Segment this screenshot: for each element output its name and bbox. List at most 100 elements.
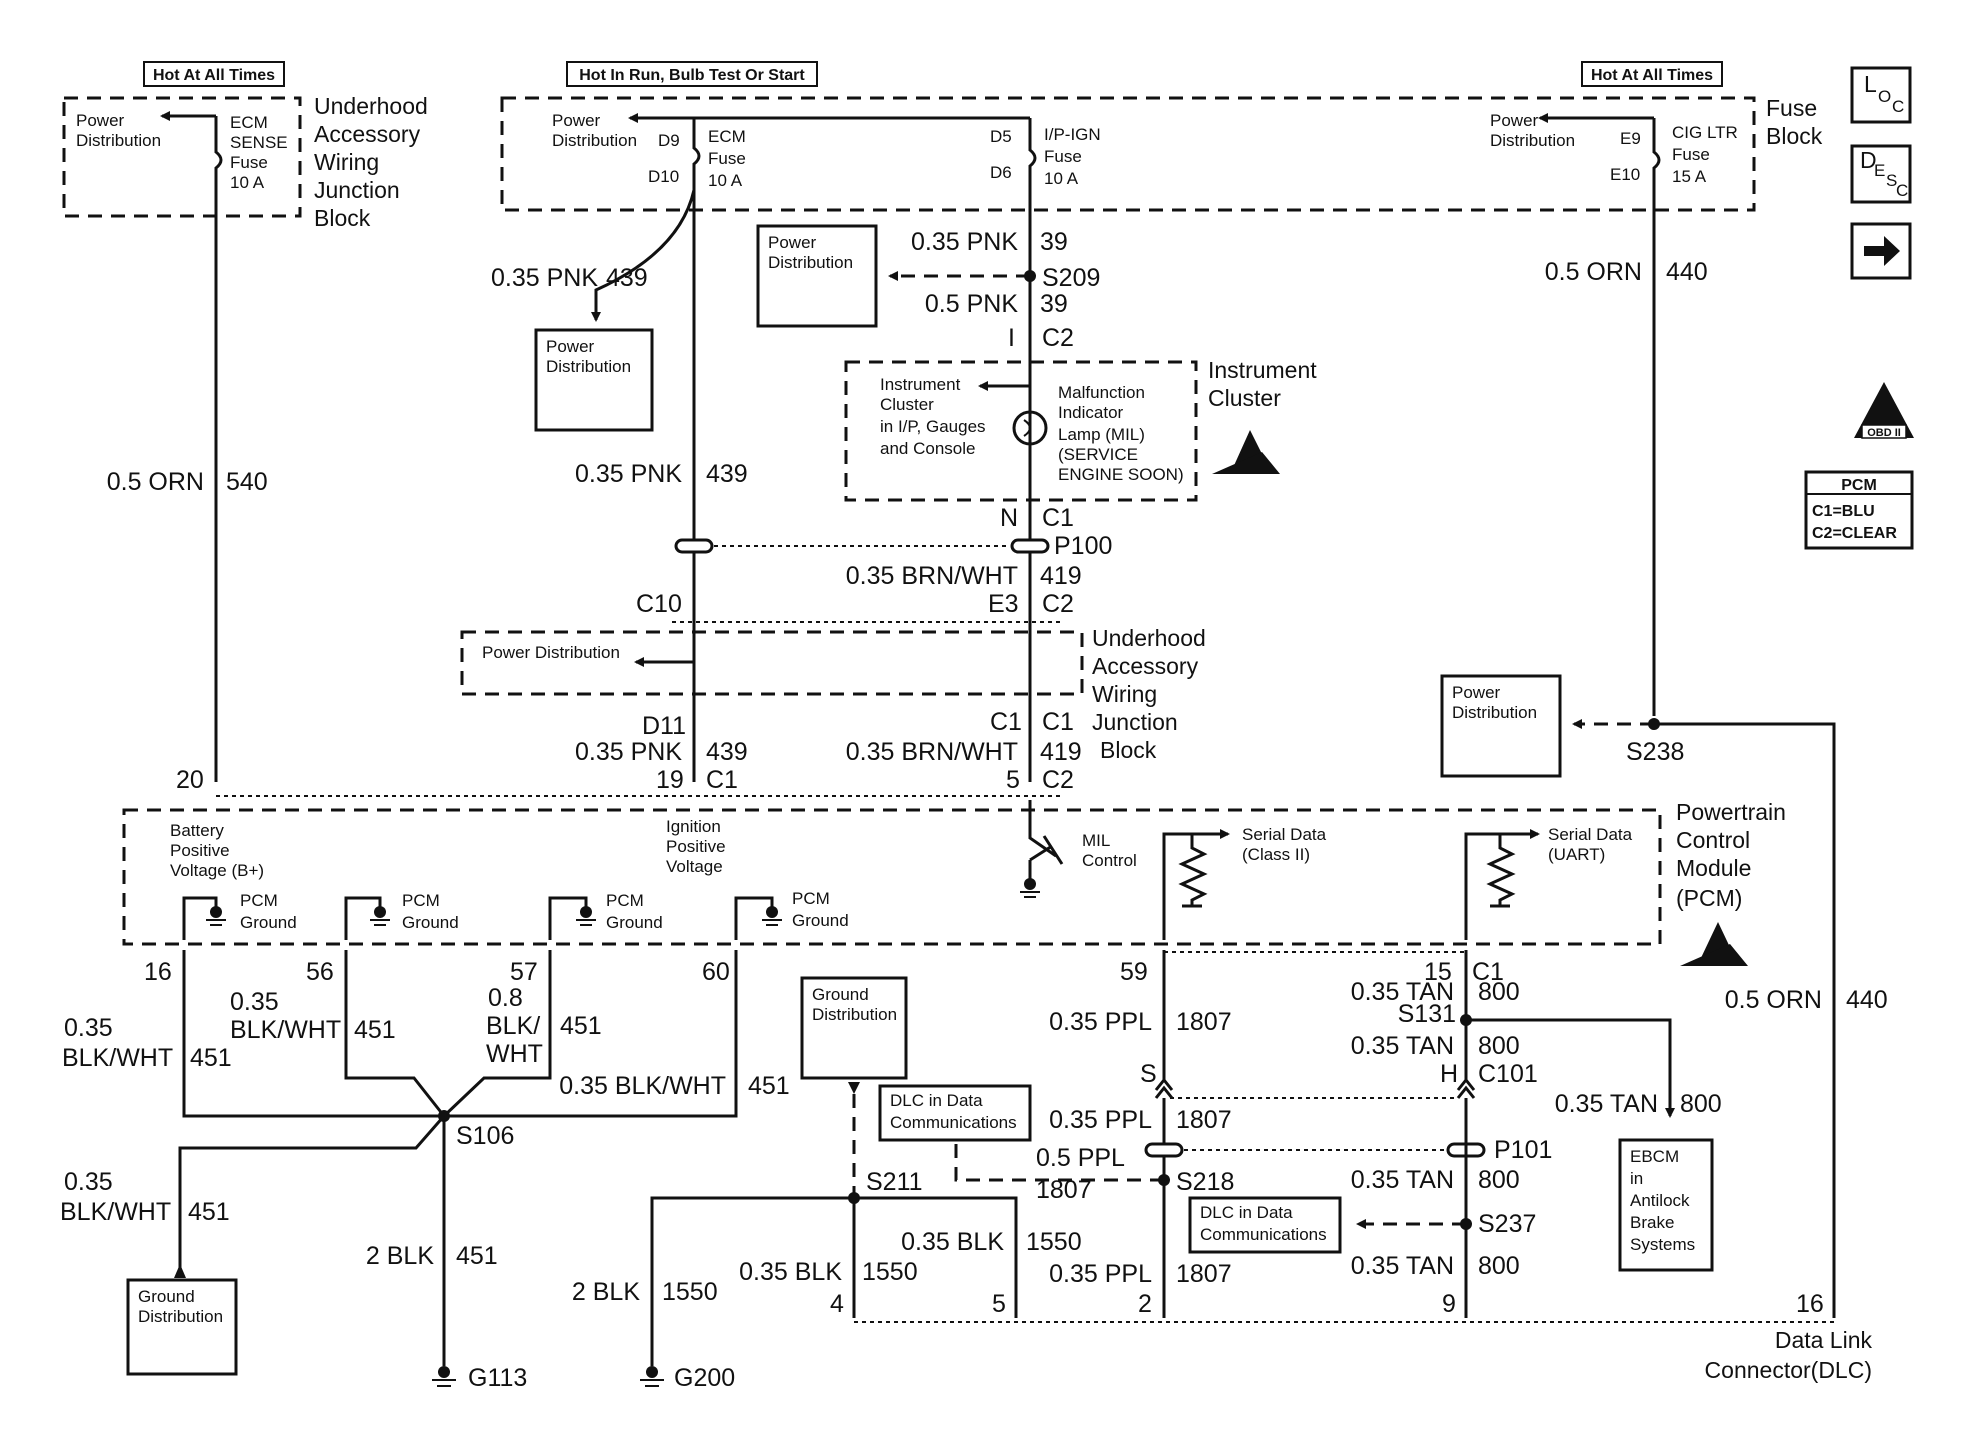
svg-text:D6: D6 (990, 163, 1012, 182)
svg-text:Serial Data: Serial Data (1548, 825, 1633, 844)
svg-text:0.35 BLK: 0.35 BLK (739, 1258, 842, 1286)
wire-label-451-60: 0.35 BLK/WHT 451 (559, 1072, 789, 1100)
svg-text:Ground: Ground (792, 911, 849, 930)
svg-text:0.35 TAN: 0.35 TAN (1351, 1166, 1454, 1194)
svg-text:Cluster: Cluster (880, 395, 934, 414)
wire-label-451-56: 0.35 BLK/WHT 451 (230, 988, 396, 1044)
svg-text:800: 800 (1478, 1166, 1520, 1194)
svg-text:1807: 1807 (1176, 1008, 1232, 1036)
ground-distribution-box-left: Ground Distribution (126, 1278, 238, 1376)
svg-text:Hot At All Times: Hot At All Times (1591, 67, 1713, 84)
svg-text:Fuse: Fuse (708, 149, 746, 168)
wire-label-451-57: 0.8 BLK/ WHT 451 (486, 984, 602, 1068)
svg-text:Positive: Positive (666, 837, 726, 856)
splice-s218-label: S218 (1176, 1168, 1234, 1196)
svg-text:0.35 TAN: 0.35 TAN (1555, 1090, 1658, 1118)
pcm-ground-2: PCM Ground (344, 891, 459, 940)
svg-text:Ground: Ground (402, 913, 459, 932)
wire-label-451-16: 0.35 BLK/WHT 451 (62, 1014, 232, 1072)
svg-text:451: 451 (190, 1044, 232, 1072)
svg-text:PCM: PCM (240, 891, 278, 910)
svg-text:0.35 TAN: 0.35 TAN (1351, 1032, 1454, 1060)
svg-text:C2=CLEAR: C2=CLEAR (1812, 525, 1897, 542)
wire-label-440b: 0.5 ORN 440 (1725, 986, 1888, 1014)
svg-text:439: 439 (706, 460, 748, 488)
conn-pin-20: 20 (176, 766, 204, 794)
svg-text:BLK/: BLK/ (486, 1012, 540, 1040)
svg-text:Power: Power (768, 233, 817, 252)
svg-text:CIG LTR: CIG LTR (1672, 123, 1738, 142)
wire-label-440a: 0.5 ORN 440 (1545, 258, 1708, 286)
conn-pin-19: 19 (656, 766, 684, 794)
svg-text:0.35 PNK: 0.35 PNK (575, 738, 682, 766)
mil-ground-icon (1020, 878, 1040, 898)
svg-text:and Console: and Console (880, 439, 975, 458)
esd-icon-cluster (1212, 430, 1280, 474)
svg-text:P100: P100 (1054, 532, 1112, 560)
svg-text:Fuse: Fuse (1766, 95, 1817, 121)
g113-ground: G113 (432, 1364, 527, 1392)
svg-text:D9: D9 (658, 131, 680, 150)
svg-text:419: 419 (1040, 562, 1082, 590)
svg-text:Fuse: Fuse (1672, 145, 1710, 164)
svg-text:BLK/WHT: BLK/WHT (230, 1016, 341, 1044)
instrument-cluster: Instrument Cluster in I/P, Gauges and Co… (844, 357, 1317, 502)
svg-text:D10: D10 (648, 167, 679, 186)
svg-text:15: 15 (1424, 958, 1452, 986)
uawjb-top-block: Power Distribution ECM SENSE Fuse 10 A U… (62, 93, 428, 231)
svg-text:56: 56 (306, 958, 334, 986)
svg-text:C1: C1 (1472, 958, 1504, 986)
svg-text:800: 800 (1478, 1252, 1520, 1280)
svg-text:39: 39 (1040, 290, 1068, 318)
svg-text:Voltage (B+): Voltage (B+) (170, 861, 264, 880)
wire-label-419a: 0.35 BRN/WHT 419 (846, 562, 1082, 590)
svg-text:0.35 TAN: 0.35 TAN (1351, 978, 1454, 1006)
svg-text:1807: 1807 (1176, 1106, 1232, 1134)
wire-label-800-d: 0.35 TAN 800 (1351, 1252, 1520, 1280)
wire-label-800-a: 0.35 TAN 800 (1351, 978, 1520, 1006)
svg-text:E: E (1874, 161, 1885, 180)
svg-text:1550: 1550 (862, 1258, 918, 1286)
wire-439-branch (591, 189, 696, 322)
arrow-right-icon[interactable] (1850, 222, 1912, 280)
svg-text:(PCM): (PCM) (1676, 885, 1742, 911)
loc-icon[interactable]: L O C (1850, 66, 1912, 124)
wire-label-439b: 0.35 PNK 439 (575, 460, 748, 488)
svg-text:SENSE: SENSE (230, 133, 288, 152)
svg-text:Serial Data: Serial Data (1242, 825, 1327, 844)
conn-d11: D11 (642, 712, 686, 740)
conn-c2-ic-i: I (1008, 324, 1015, 352)
svg-text:E10: E10 (1610, 165, 1640, 184)
wire-label-540: 0.5 ORN 540 (107, 468, 268, 496)
svg-text:440: 440 (1846, 986, 1888, 1014)
wire-451-to-gd (178, 1115, 446, 1278)
svg-text:0.5 ORN: 0.5 ORN (1725, 986, 1822, 1014)
conn-c10: C10 (636, 590, 682, 618)
wire-label-39b: 0.5 PNK 39 (925, 290, 1068, 318)
svg-text:D5: D5 (990, 127, 1012, 146)
svg-text:15 A: 15 A (1672, 167, 1707, 186)
splice-s106 (438, 1110, 450, 1122)
gd-left-arrow (174, 1264, 186, 1278)
svg-text:G200: G200 (674, 1364, 735, 1392)
svg-text:9: 9 (1442, 1290, 1456, 1318)
svg-text:C: C (1892, 97, 1904, 116)
svg-text:Antilock: Antilock (1630, 1191, 1690, 1210)
svg-text:Ignition: Ignition (666, 817, 721, 836)
svg-text:WHT: WHT (486, 1040, 543, 1068)
wire-label-800-c: 0.35 TAN 800 (1351, 1166, 1520, 1194)
uawjb-mid-block: Power Distribution Underhood Accessory W… (460, 625, 1206, 763)
wire-1550-g200 (650, 1196, 854, 1366)
wire-440-dlc (1654, 722, 1836, 1318)
svg-text:in I/P, Gauges: in I/P, Gauges (880, 417, 986, 436)
splice-s237-label: S237 (1478, 1210, 1536, 1238)
svg-text:0.35 TAN: 0.35 TAN (1351, 1252, 1454, 1280)
svg-text:BLK/WHT: BLK/WHT (62, 1044, 173, 1072)
svg-text:16: 16 (1796, 1290, 1824, 1318)
svg-text:Battery: Battery (170, 821, 224, 840)
svg-text:Positive: Positive (170, 841, 230, 860)
fuse-block: Power Distribution D9 D10 ECM Fuse 10 A … (500, 95, 1823, 212)
conn-pin-5: 5 (1006, 766, 1020, 794)
desc-icon[interactable]: D E S C (1850, 144, 1912, 204)
